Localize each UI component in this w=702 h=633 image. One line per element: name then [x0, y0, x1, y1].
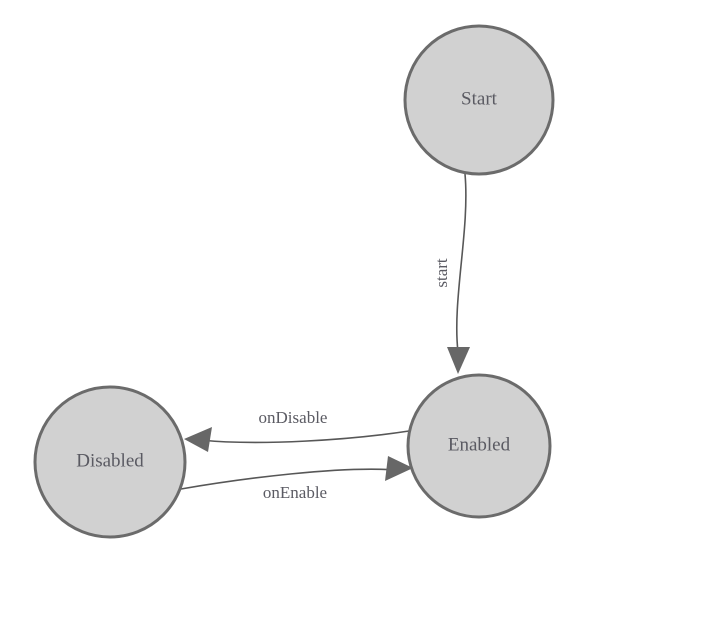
edge-disabled-to-enabled-arrowhead — [385, 456, 413, 481]
node-disabled-label: Disabled — [76, 450, 144, 471]
node-start[interactable]: Start — [403, 24, 555, 176]
node-disabled[interactable]: Disabled — [33, 385, 187, 539]
edge-enabled-to-disabled-line — [199, 430, 410, 444]
node-start-label: Start — [461, 88, 498, 109]
edge-start-to-enabled-arrowhead — [447, 347, 470, 374]
edge-start-to-enabled-line — [455, 173, 467, 353]
node-enabled-label: Enabled — [448, 434, 511, 455]
edge-enabled-to-disabled-arrowhead — [184, 427, 212, 452]
edge-label-start: start — [432, 258, 451, 288]
edge-enabled-to-disabled[interactable]: onDisable — [184, 408, 410, 452]
node-disabled-circle — [33, 385, 187, 539]
edge-disabled-to-enabled[interactable]: onEnable — [180, 456, 413, 502]
node-enabled[interactable]: Enabled — [406, 373, 552, 519]
edge-disabled-to-enabled-line — [180, 468, 397, 490]
node-enabled-circle — [406, 373, 552, 519]
node-start-circle — [403, 24, 555, 176]
edge-label-ondisable: onDisable — [259, 408, 328, 427]
edge-label-onenable: onEnable — [263, 483, 327, 502]
edge-start-to-enabled[interactable]: start — [432, 173, 470, 374]
